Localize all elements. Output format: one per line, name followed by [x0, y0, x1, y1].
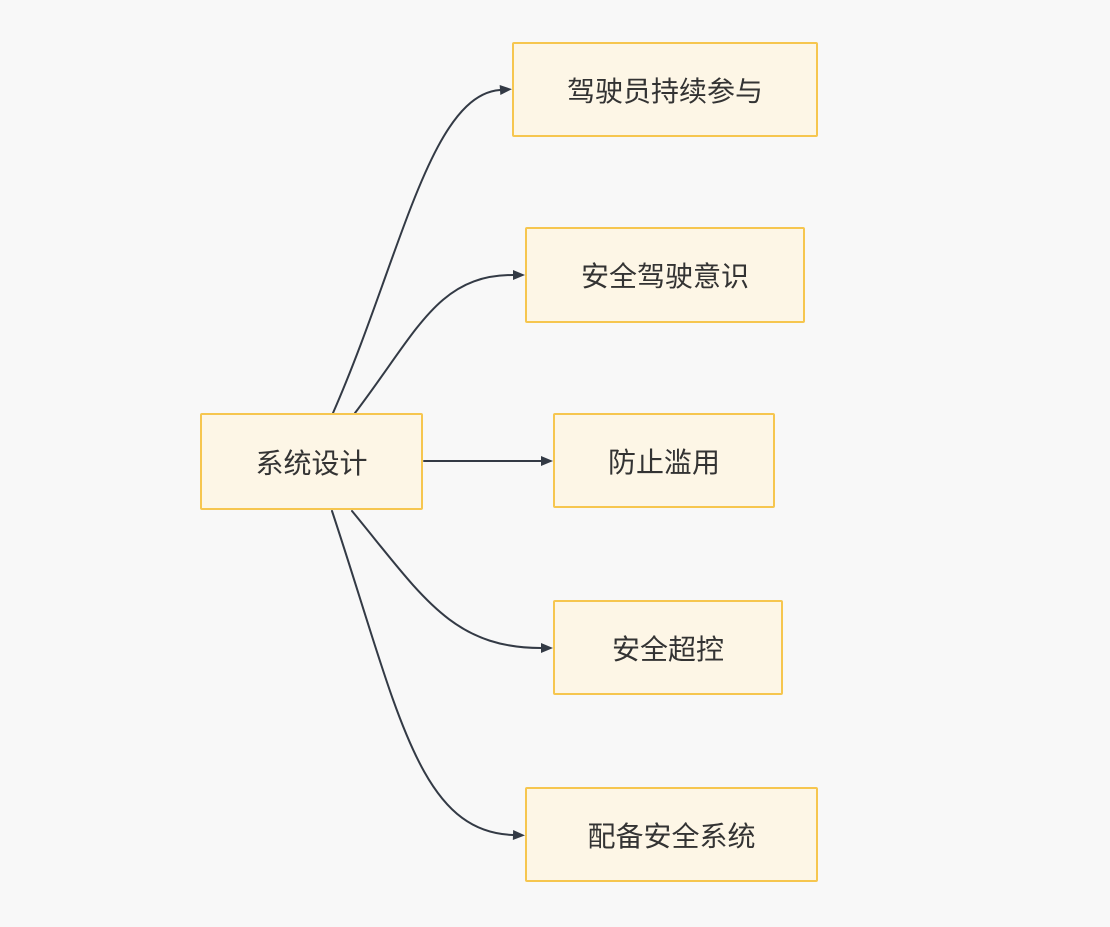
node-driver-continuous-engagement[interactable]: 驾驶员持续参与	[512, 42, 818, 137]
node-equipped-safety-system[interactable]: 配备安全系统	[525, 787, 818, 882]
node-safety-override[interactable]: 安全超控	[553, 600, 783, 695]
node-label: 安全驾驶意识	[580, 261, 749, 292]
node-label: 防止滥用	[607, 446, 720, 478]
edge-root-to-safe-driving-awareness	[354, 270, 525, 414]
node-label: 配备安全系统	[587, 820, 756, 852]
edge-root-to-driver-continuous-engagement	[332, 85, 512, 414]
node-label: 系统设计	[255, 447, 368, 479]
edge-root-to-safety-override	[351, 510, 553, 653]
node-label: 驾驶员持续参与	[566, 75, 763, 107]
node-prevent-misuse[interactable]: 防止滥用	[553, 413, 775, 508]
node-safe-driving-awareness[interactable]: 安全驾驶意识	[525, 227, 805, 323]
edge-root-to-equipped-safety-system	[331, 510, 525, 840]
node-label: 安全超控	[611, 633, 724, 665]
node-system-design[interactable]: 系统设计	[200, 413, 423, 510]
